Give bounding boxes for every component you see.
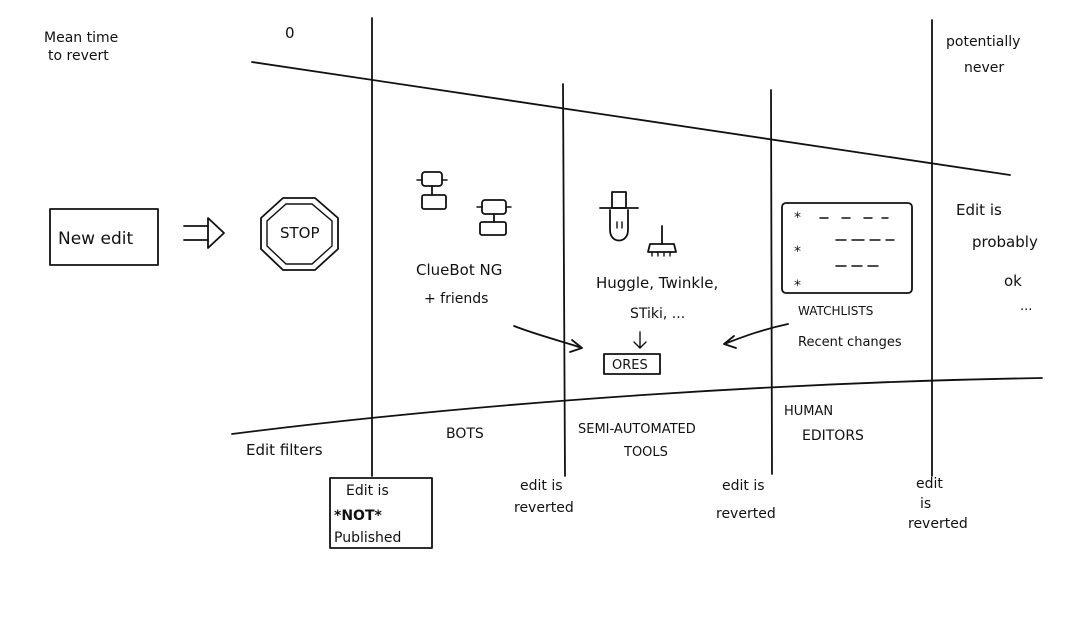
stop-label: STOP [280, 224, 320, 242]
bottom-boundary-line [231, 377, 1043, 435]
not-published-line2: *NOT* [334, 508, 382, 524]
column-label-semi-line1: SEMI-AUTOMATED [578, 422, 696, 437]
user-hat-icon [599, 191, 639, 242]
watchlist-box [781, 202, 913, 294]
robot-icon [476, 199, 512, 236]
probably-ok-line1: Edit is [956, 201, 1002, 219]
not-published-line1: Edit is [346, 483, 389, 499]
watchlist-items: * * * [794, 210, 895, 294]
divider-line-3 [770, 89, 773, 475]
top-boundary-line [251, 61, 1011, 176]
bots-outcome-line2: reverted [514, 500, 574, 516]
human-outcome-line1: edit [916, 476, 943, 492]
column-label-human-line2: EDITORS [802, 428, 864, 444]
new-edit-box [49, 208, 159, 266]
new-edit-label: New edit [58, 229, 133, 249]
arrow-icon [183, 217, 225, 249]
cluebot-label-line1: ClueBot NG [416, 261, 502, 279]
column-label-bots: BOTS [446, 426, 484, 442]
bots-to-ores-arrow [513, 325, 583, 353]
tools-label-line2: STiki, ... [630, 306, 685, 322]
probably-ok-line2: probably [972, 233, 1038, 251]
divider-line-2 [562, 83, 566, 477]
svg-text:*: * [794, 244, 801, 260]
robot-icon [416, 171, 448, 210]
not-published-box [329, 477, 433, 549]
cluebot-label-line2: + friends [424, 291, 488, 307]
human-outcome-line3: reverted [908, 516, 968, 532]
ores-label: ORES [612, 358, 648, 373]
down-arrow-icon [633, 331, 647, 349]
ores-box [603, 353, 661, 375]
probably-ok-line3: ok [1004, 272, 1022, 290]
svg-text:*: * [794, 278, 801, 294]
bots-outcome-line1: edit is [520, 478, 563, 494]
svg-text:*: * [794, 210, 801, 226]
stop-sign-icon [260, 197, 339, 271]
probably-ok-line4: ... [1020, 299, 1032, 314]
tools-outcome-line1: edit is [722, 478, 765, 494]
human-outcome-line2: is [920, 496, 931, 512]
zero-label: 0 [285, 24, 295, 42]
not-published-line3: Published [334, 530, 401, 546]
broom-icon [647, 225, 677, 257]
mean-time-label-line2: to revert [48, 48, 109, 64]
potentially-label-line2: never [964, 60, 1004, 76]
human-to-ores-arrow [723, 323, 789, 349]
watchlists-label: WATCHLISTS [798, 304, 873, 318]
tools-outcome-line2: reverted [716, 506, 776, 522]
tools-label-line1: Huggle, Twinkle, [596, 274, 718, 292]
column-label-human-line1: HUMAN [784, 404, 833, 419]
column-label-edit-filters: Edit filters [246, 441, 323, 459]
mean-time-label-line1: Mean time [44, 30, 118, 46]
column-label-semi-line2: TOOLS [623, 445, 668, 460]
potentially-label-line1: potentially [946, 34, 1020, 50]
recent-changes-label: Recent changes [798, 335, 902, 350]
